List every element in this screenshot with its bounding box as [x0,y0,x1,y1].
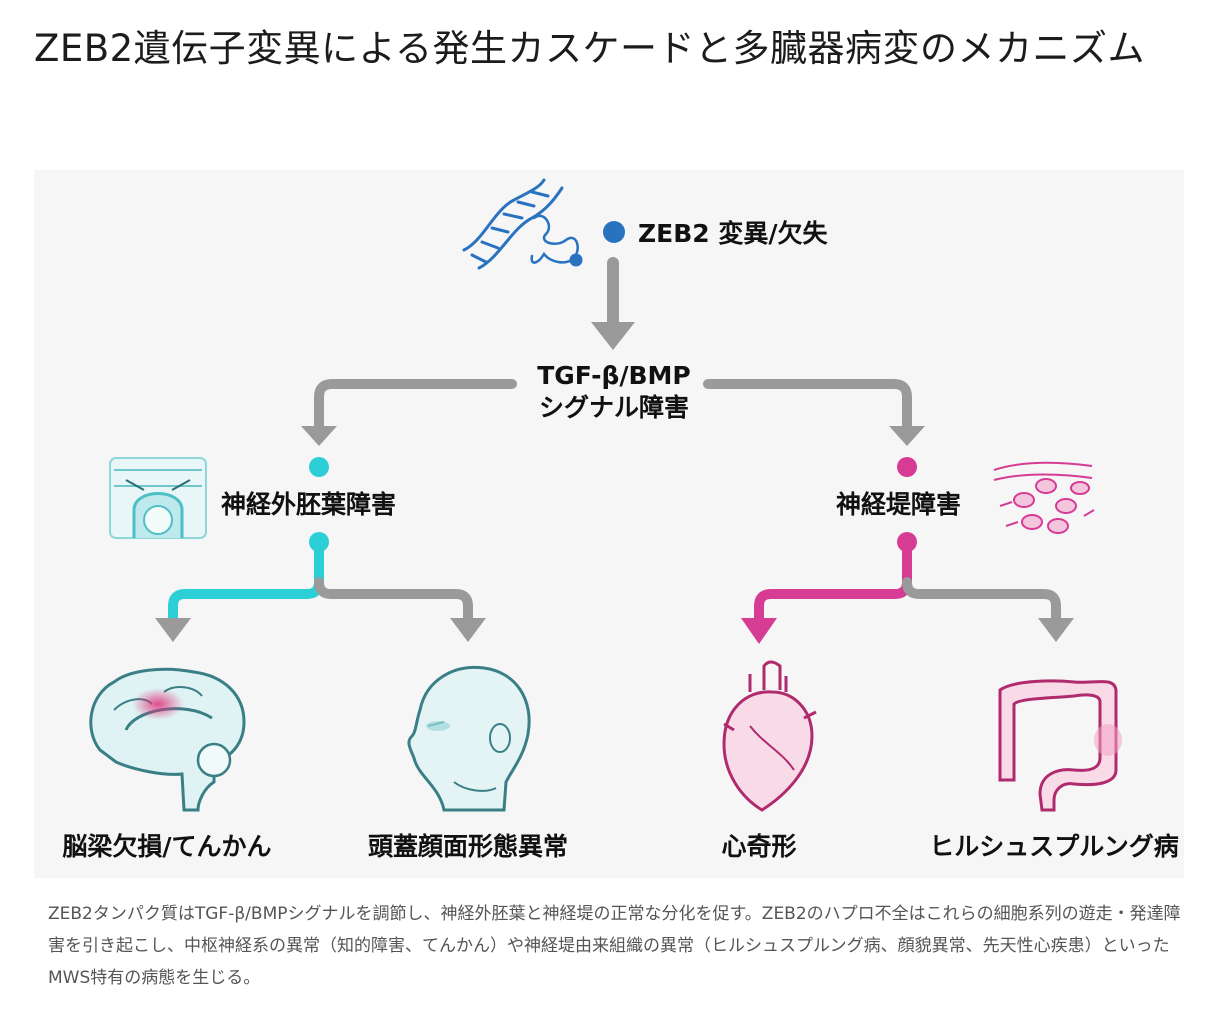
outcome-label-heart: 心奇形 [721,832,796,861]
arrow-signal-to-right [703,379,912,437]
right-branch-dot-top [897,457,917,477]
root-dot [603,221,625,243]
neural-crest-cells-icon [993,461,1095,534]
arrowhead-head [450,618,486,642]
head-profile-icon [407,665,531,812]
page-title: ZEB2遺伝子変異による発生カスケードと多臓器病変のメカニズム [34,27,1146,70]
arrowhead-right-branch [889,426,925,446]
arrow-left-to-brain [168,537,324,627]
arrow-left-to-head [314,577,473,627]
brain-icon [89,667,246,812]
left-branch-dot-bottom [309,532,329,552]
dna-protein-icon [462,178,583,270]
outcome-label-hirschsprung: ヒルシュスプルング病 [929,832,1179,861]
right-branch-label: 神経堤障害 [836,490,961,519]
arrowhead-root [591,322,635,350]
connectors [155,257,1074,644]
outcome-label-craniofacial: 頭蓋顔面形態異常 [368,832,568,861]
heart-icon [722,660,817,812]
colon-icon [998,679,1122,812]
root-label: ZEB2 変異/欠失 [638,219,828,248]
arrowhead-heart [741,618,777,644]
arrowhead-colon [1038,618,1074,642]
arrowhead-brain [155,618,191,642]
arrow-right-to-colon [902,577,1061,627]
arrowhead-left-branch [301,426,337,446]
signal-label-line2: シグナル障害 [539,393,689,422]
caption: ZEB2タンパク質はTGF-β/BMPシグナルを調節し、神経外胚葉と神経堤の正常… [48,904,1181,988]
neural-tube-icon [109,457,207,539]
left-branch-label: 神経外胚葉障害 [221,490,396,519]
outcome-label-brain: 脳梁欠損/てんかん [62,832,271,861]
diagram-panel: ZEB2 変異/欠失 TGF-β/BMP シグナル障害 神経外胚葉障害 神経堤障… [34,170,1184,878]
signal-label-line1: TGF-β/BMP [537,361,691,390]
left-branch-dot-top [309,457,329,477]
cascade-diagram: ZEB2 変異/欠失 TGF-β/BMP シグナル障害 神経外胚葉障害 神経堤障… [62,178,1179,861]
arrow-signal-to-left [314,379,517,437]
right-branch-dot-bottom [897,532,917,552]
arrow-right-to-heart [754,537,912,627]
